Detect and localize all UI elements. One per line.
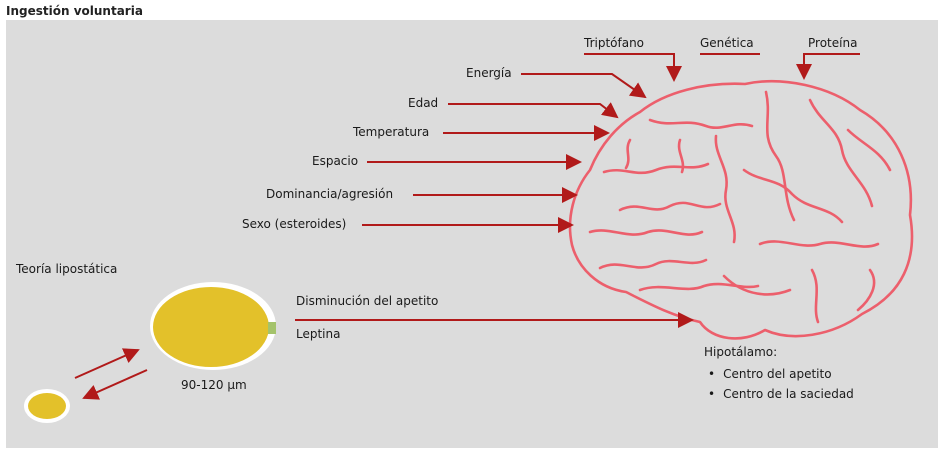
center-item: Centro del apetito bbox=[708, 364, 854, 384]
center-item: Centro de la saciedad bbox=[708, 384, 854, 404]
factor-espacio: Espacio bbox=[312, 154, 359, 168]
fat-cell-small bbox=[24, 389, 70, 423]
factor-arrows bbox=[362, 73, 647, 233]
brain-icon bbox=[568, 80, 914, 340]
appetite-decrease-label: Disminución del apetito bbox=[296, 294, 439, 308]
leptin-label: Leptina bbox=[296, 327, 341, 341]
diagram-title: Ingestión voluntaria bbox=[6, 4, 143, 18]
factor-energia: Energía bbox=[466, 66, 512, 80]
hypothalamus-title: Hipotálamo: bbox=[704, 345, 778, 359]
fat-cell-large bbox=[150, 282, 276, 370]
factor-genetica: Genética bbox=[700, 36, 754, 50]
lipostatic-title: Teoría lipostática bbox=[16, 262, 118, 276]
factor-triptofano: Triptófano bbox=[584, 36, 645, 50]
top-factor-arrows bbox=[584, 53, 860, 82]
factor-sexo: Sexo (esteroides) bbox=[242, 217, 347, 231]
cell-growth-arrows bbox=[74, 348, 148, 400]
cell-size-label: 90-120 µm bbox=[181, 378, 247, 392]
factor-edad: Edad bbox=[408, 96, 439, 110]
hypothalamus-centers: Centro del apetito Centro de la saciedad bbox=[708, 364, 854, 404]
factor-dominancia: Dominancia/agresión bbox=[266, 187, 394, 201]
factor-temperatura: Temperatura bbox=[353, 125, 430, 139]
factor-proteina: Proteína bbox=[808, 36, 858, 50]
